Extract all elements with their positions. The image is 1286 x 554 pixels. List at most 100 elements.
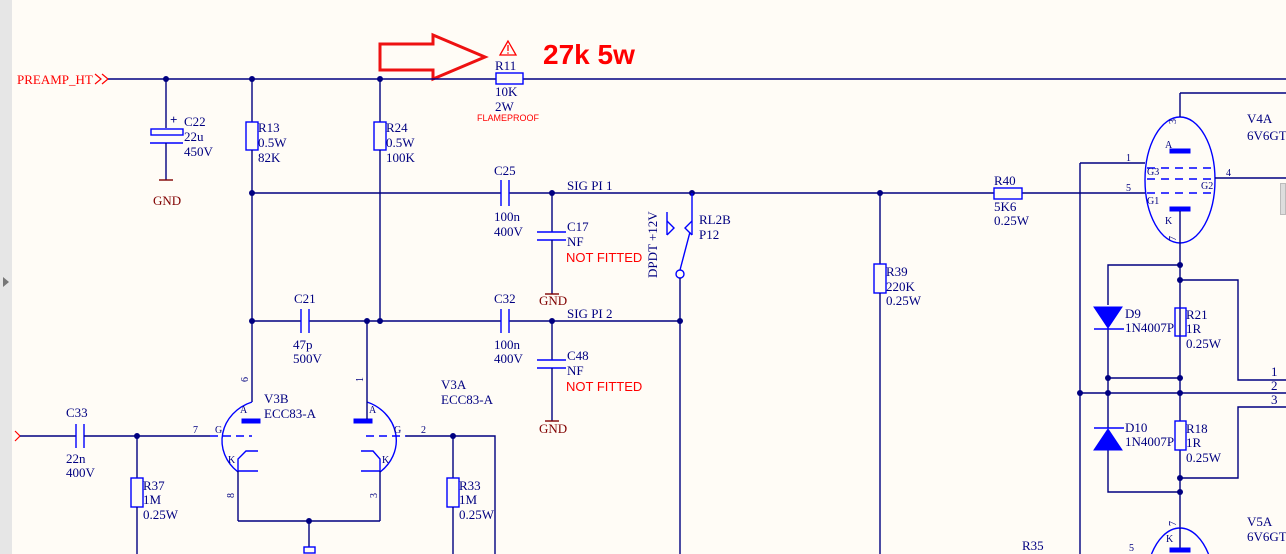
resistor-r24[interactable] — [373, 121, 387, 151]
rl2b-ref: RL2B — [699, 212, 731, 227]
r13-ref: R13 — [258, 120, 280, 135]
c32-ref: C32 — [494, 291, 516, 306]
v3b-k-label: K — [228, 455, 236, 466]
gnd-label: GND — [153, 193, 181, 208]
r40-value: 5K6 — [994, 199, 1017, 214]
r33-ref: R33 — [459, 478, 481, 493]
r40-power: 0.25W — [994, 213, 1030, 228]
v4a-g2-label: G2 — [1201, 181, 1213, 192]
v4a-a-label: A — [1165, 140, 1173, 151]
v3a-k-label: K — [382, 455, 390, 466]
junction — [377, 318, 383, 324]
r37-power: 0.25W — [143, 507, 179, 522]
c22-polarity: + — [170, 112, 177, 127]
r11-note: FLAMEPROOF — [477, 113, 540, 123]
c32-value: 100n — [494, 337, 521, 352]
resistor-r39[interactable] — [873, 263, 887, 294]
c21-voltage: 500V — [293, 351, 323, 366]
r24-power: 0.5W — [386, 135, 415, 150]
junction — [249, 190, 255, 196]
capacitor-c25[interactable] — [500, 180, 510, 206]
resistor-r18[interactable] — [1174, 420, 1187, 451]
r13-value: 82K — [258, 150, 281, 165]
v4a-g1-label: G1 — [1147, 196, 1159, 207]
c17-value: NF — [567, 234, 584, 249]
r11-power: 2W — [495, 99, 515, 114]
v3b-pin-cathode: 8 — [226, 493, 237, 498]
capacitor-c21[interactable] — [300, 309, 310, 333]
r39-power: 0.25W — [886, 293, 922, 308]
v4a-k-label: K — [1165, 216, 1173, 227]
c33-value: 22n — [66, 451, 86, 466]
c48-note: NOT FITTED — [566, 379, 642, 394]
d10-ref: D10 — [1125, 420, 1147, 435]
resistor-r40[interactable] — [993, 187, 1023, 200]
v4a-pin-g3: 1 — [1126, 153, 1131, 164]
v4a-g3-label: G3 — [1147, 167, 1159, 178]
capacitor-c32[interactable] — [500, 309, 510, 333]
relay-contact-rl2b[interactable] — [666, 190, 695, 554]
r37-ref: R37 — [143, 478, 165, 493]
v4a-value: 6V6GT — [1247, 128, 1286, 143]
capacitor-c17[interactable] — [537, 193, 566, 295]
v5a-k-label: K — [1166, 534, 1174, 545]
r13-power: 0.5W — [258, 135, 287, 150]
warning-triangle-icon — [498, 39, 518, 56]
v3b-g-label: G — [215, 425, 222, 436]
capacitor-c22[interactable] — [150, 79, 184, 181]
c33-voltage: 400V — [66, 465, 96, 480]
r18-ref: R18 — [1186, 421, 1208, 436]
capacitor-c48[interactable] — [537, 321, 566, 422]
r35-ref: R35 — [1022, 538, 1044, 553]
r21-ref: R21 — [1186, 307, 1208, 322]
v4a-ref: V4A — [1247, 111, 1273, 126]
v4a-pin-cathode: 7 — [1168, 236, 1179, 241]
red-arrow-icon — [378, 32, 489, 82]
tube-v3b[interactable] — [210, 401, 261, 521]
r39-ref: R39 — [886, 264, 908, 279]
r11-value: 10K — [495, 84, 518, 99]
wire — [406, 435, 496, 554]
expand-panel-arrow-icon[interactable] — [3, 277, 9, 287]
v4a-pin-g1: 5 — [1126, 183, 1131, 194]
tube-v5a[interactable] — [1150, 527, 1210, 554]
resistor-r21[interactable] — [1174, 307, 1187, 337]
resistor-r38[interactable] — [303, 546, 316, 554]
r33-power: 0.25W — [459, 507, 495, 522]
left-panel-gutter — [0, 0, 12, 554]
diode-d9[interactable] — [1093, 306, 1124, 330]
v4a-pin-g2: 4 — [1226, 168, 1231, 179]
c22-value: 22u — [184, 129, 204, 144]
resistor-r37[interactable] — [130, 477, 144, 508]
input-port-icon — [14, 430, 21, 442]
diode-d10[interactable] — [1093, 427, 1124, 451]
r18-value: 1R — [1186, 435, 1202, 450]
net-label-sig-pi-1: SIG PI 1 — [567, 178, 613, 193]
r11-ref: R11 — [495, 58, 516, 73]
v5a-pin-other: 5 — [1129, 543, 1134, 554]
capacitor-c33[interactable] — [75, 424, 85, 448]
d9-value: 1N4007P — [1125, 320, 1174, 335]
port-chevron-icon — [94, 73, 109, 85]
connector-pin-1: 1 — [1271, 364, 1278, 379]
resistor-r13[interactable] — [245, 121, 259, 151]
r40-ref: R40 — [994, 173, 1016, 188]
d9-ref: D9 — [1125, 306, 1141, 321]
c22-voltage: 450V — [184, 144, 214, 159]
c21-value: 47p — [293, 337, 313, 352]
v3a-pin-grid: 2 — [421, 425, 426, 436]
c17-ref: C17 — [567, 219, 589, 234]
v3b-pin-grid: 7 — [193, 425, 198, 436]
annotation-note: 27k 5w — [543, 39, 635, 70]
v5a-value: 6V6GT — [1247, 529, 1286, 544]
tube-v3a[interactable] — [353, 321, 406, 521]
gnd-label: GND — [539, 421, 567, 436]
net-label-preamp-ht: PREAMP_HT — [17, 72, 93, 87]
cathode-network — [1077, 262, 1286, 495]
resistor-r11[interactable] — [495, 72, 524, 85]
v3b-a-label: A — [240, 405, 248, 416]
resistor-r33[interactable] — [446, 477, 460, 508]
connector-pin-2: 2 — [1271, 378, 1278, 393]
r24-value: 100K — [386, 150, 416, 165]
